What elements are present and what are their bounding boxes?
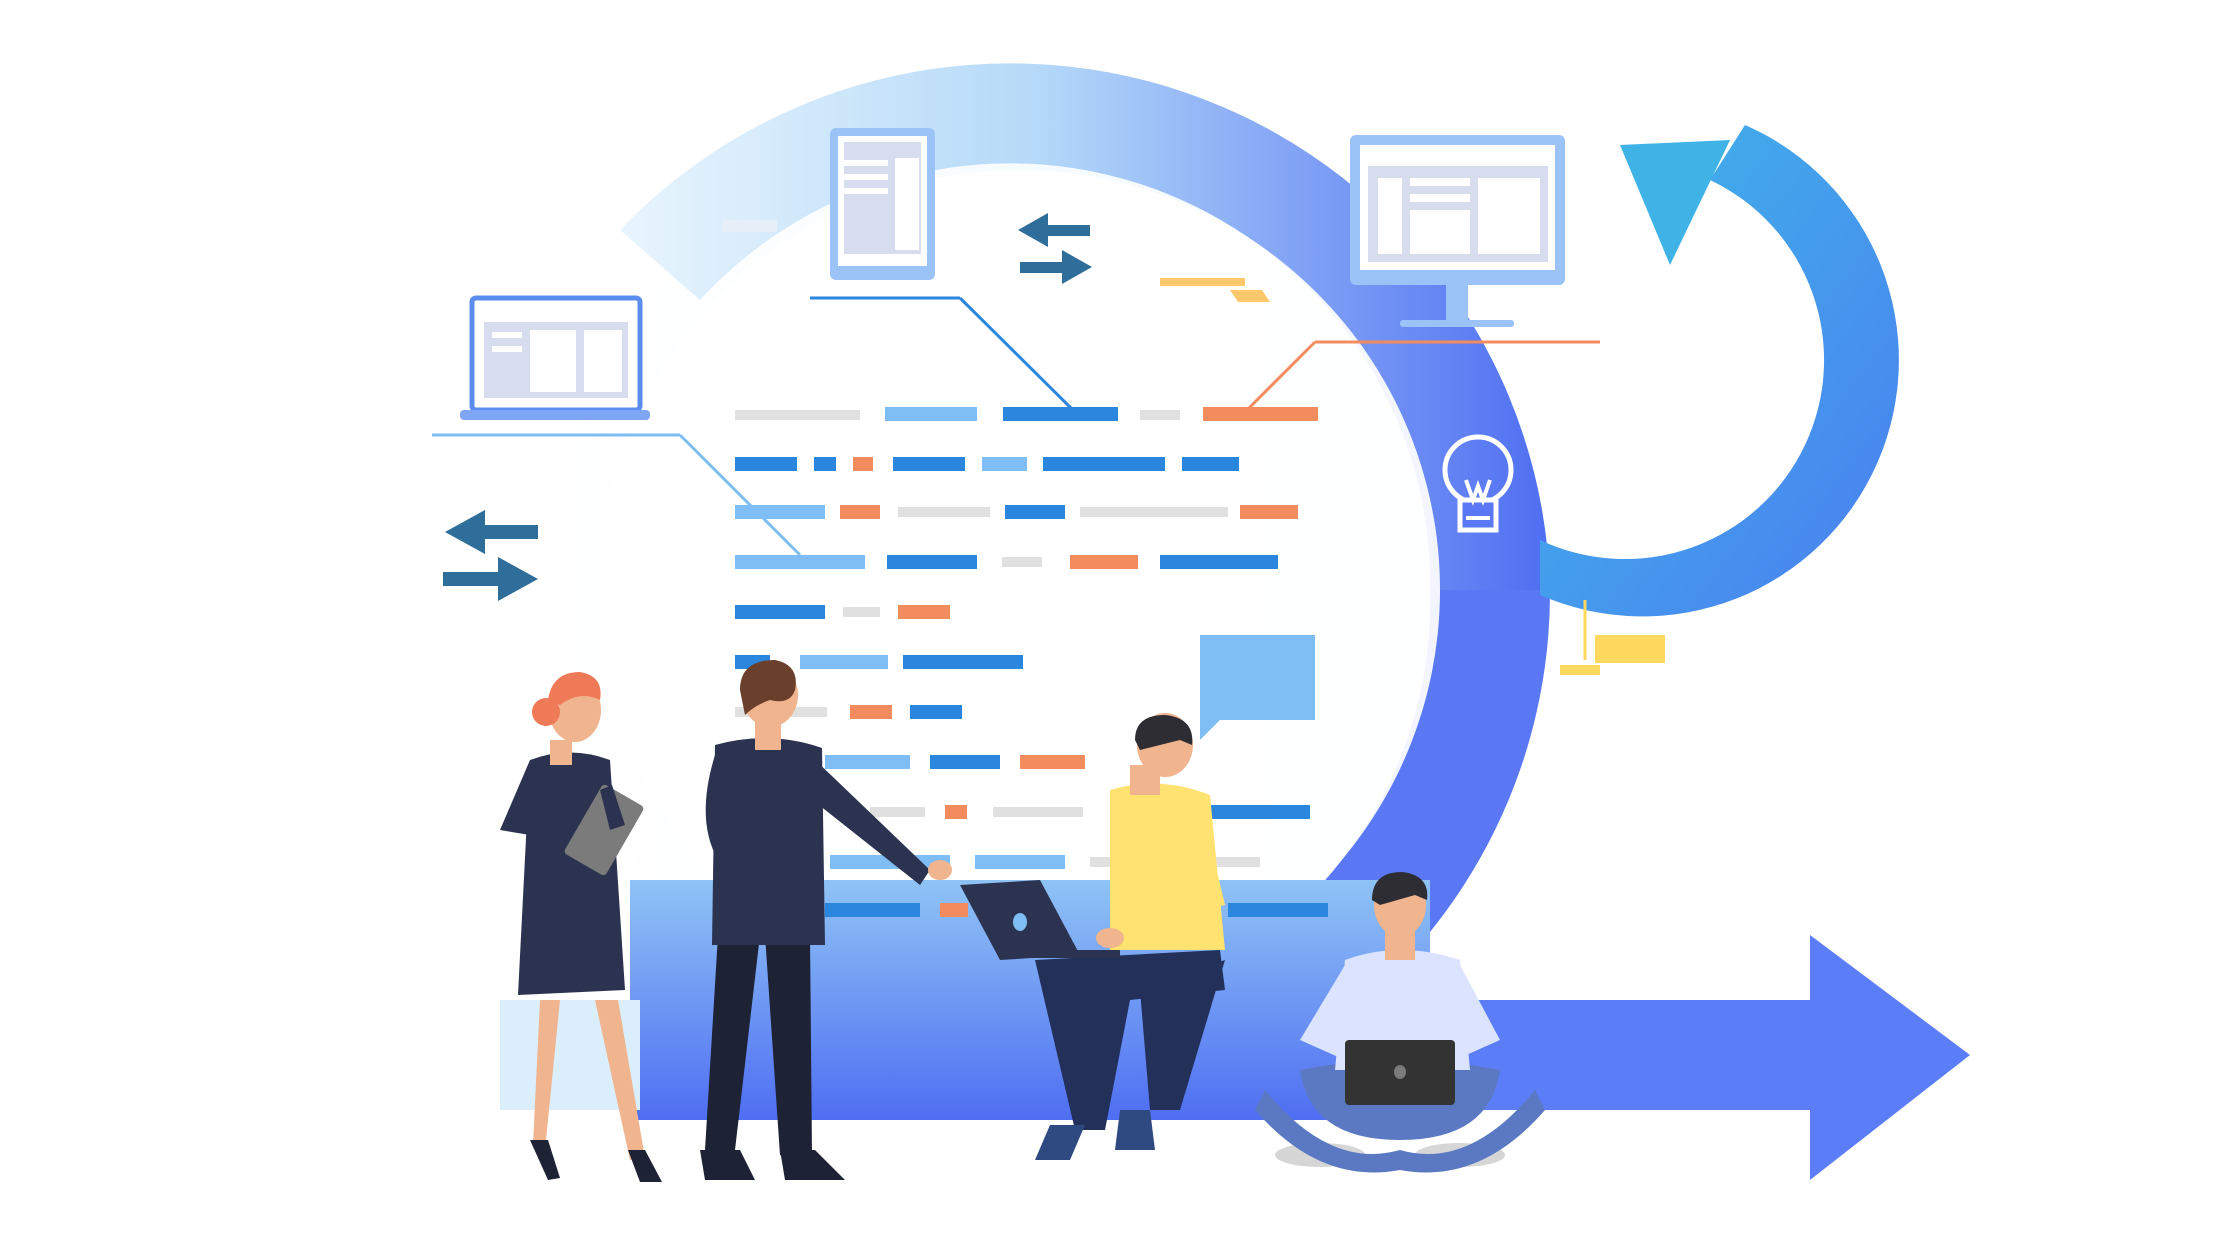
note-marks	[722, 220, 1665, 675]
laptop-icon	[460, 295, 650, 420]
person-man-seated	[1255, 872, 1545, 1173]
tablet-icon	[830, 128, 935, 280]
person-woman-tablet	[500, 672, 662, 1182]
connector-line	[1243, 340, 1317, 414]
code-lines	[735, 407, 1328, 917]
swap-arrows-icon	[1018, 213, 1092, 284]
connector-line	[678, 433, 802, 557]
person-man-suit	[700, 660, 952, 1180]
person-man-yellow	[960, 713, 1225, 1160]
chat-bubble-icon	[1200, 635, 1315, 740]
swap-arrows-icon	[443, 510, 538, 601]
lightbulb-icon	[1442, 434, 1514, 533]
connector-line	[958, 296, 1077, 414]
monitor-icon	[1350, 135, 1565, 327]
loop-arrow-icon	[1540, 125, 1899, 617]
